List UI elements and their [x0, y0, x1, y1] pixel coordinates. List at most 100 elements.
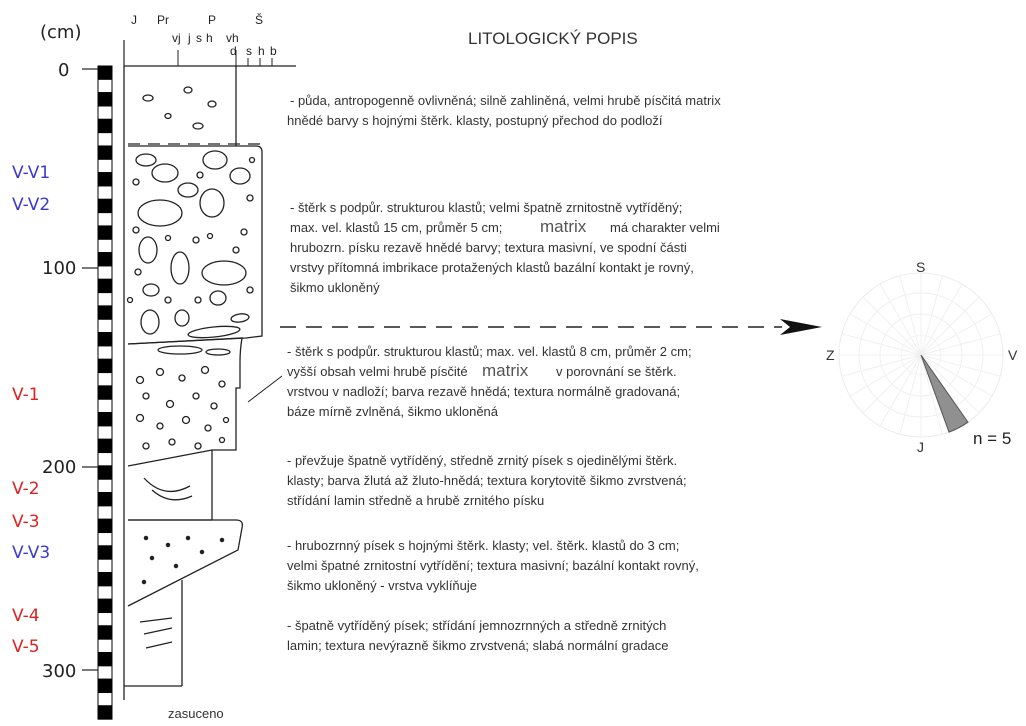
sample-v-v1: V-V1: [12, 163, 50, 183]
layer-3-line-1: - štěrk s podpůr. strukturou klastů; max…: [287, 344, 692, 359]
grain-group-j: J: [131, 13, 137, 27]
dashed-arrow: [280, 319, 822, 335]
scale-bar-segment: [97, 545, 113, 560]
scale-bar-segment: [97, 318, 113, 334]
scale-bar-segment: [97, 705, 113, 720]
rose-spoke: [879, 354, 922, 427]
layer-1-line-2: hnědé barvy s hojnými štěrk. klasty, pos…: [287, 113, 663, 128]
scale-bar-segment: [97, 238, 113, 254]
grain-size-scale: J Pr P Š vj j s h vh d s h b: [123, 12, 296, 67]
rose-label-south: J: [917, 439, 924, 455]
scale-bar-segment: [97, 198, 113, 214]
scale-bar-segment: [97, 305, 113, 320]
scale-bar-segment: [97, 172, 113, 187]
scale-bar-segment: [97, 572, 113, 587]
unit-label: (cm): [40, 22, 81, 43]
layer-3-line-3: vrstvou v nadloží; barva rezavě hnědá; t…: [287, 384, 680, 399]
rose-spoke: [849, 354, 922, 397]
scale-bar-segment: [97, 692, 113, 707]
sample-v-v3: V-V3: [12, 543, 50, 563]
grain-sub-d: d: [230, 44, 237, 58]
rose-spoke: [920, 283, 963, 356]
rose-n-label: n = 5: [973, 429, 1011, 448]
depth-ticks: 0 100 200 300: [42, 60, 98, 682]
rose-spoke: [920, 354, 943, 435]
scale-bar-segment: [97, 332, 113, 347]
layer-coarse-gravel: [126, 145, 263, 345]
layer-coarse-sand: [127, 519, 244, 607]
scale-bar-segment: [97, 385, 113, 400]
rose-spoke: [920, 354, 980, 414]
layer-descriptions: - půda, antropogenně ovlivněná; silně za…: [287, 93, 721, 653]
grain-group-pr: Pr: [157, 13, 169, 27]
layer-2-line-5: šikmo ukloněný: [290, 280, 380, 295]
rose-diagram: S J Z V n = 5: [826, 259, 1018, 455]
rose-spoke: [899, 354, 922, 435]
scale-bar-segment: [97, 358, 113, 374]
grain-sub-vj: vj: [172, 31, 181, 45]
grain-sub-h: h: [206, 31, 213, 45]
scale-bar-segment: [97, 518, 113, 534]
layer-4-line-3: střídání lamin středně a hrubě zrnitého …: [287, 493, 544, 508]
scale-bar-segment: [97, 452, 113, 467]
scale-bar-segment: [97, 158, 113, 174]
grain-sub-j: j: [187, 31, 191, 45]
rose-sector: [920, 354, 969, 433]
scale-bar-segment: [97, 185, 113, 200]
layer-2-line-4: vrstvy přítomná imbrikace protažených kl…: [290, 260, 694, 275]
scale-bar-segment: [97, 118, 113, 134]
scale-bar-segment: [97, 612, 113, 627]
layer-6-line-2: lamin; textura nevýrazně šikmo zrvstvená…: [287, 638, 669, 653]
rose-spoke: [849, 313, 922, 356]
scale-bar-segment: [97, 665, 113, 680]
figure-title: LITOLOGICKÝ POPIS: [468, 29, 638, 48]
scale-bar-segment: [97, 265, 113, 280]
rose-spoke: [841, 333, 922, 356]
sample-v-4: V-4: [12, 606, 40, 626]
rose-spoke: [920, 296, 980, 356]
scale-bar-segment: [97, 625, 113, 640]
layer-3-line-2: vyšší obsah velmi hrubě písčité: [287, 364, 468, 379]
scale-bar-segment: [97, 92, 113, 107]
scale-bar-segment: [97, 598, 113, 614]
layer-laminated-sand: [124, 580, 183, 687]
scale-bar-segment: [97, 412, 113, 427]
lithology-column: [123, 66, 283, 700]
scale-bar-segment: [97, 638, 113, 654]
depth-label-300: 300: [42, 661, 76, 682]
layer-3-line-4: báze mírně zvlněná, šikmo ukloněná: [287, 404, 499, 419]
scale-bar-segment: [97, 585, 113, 600]
layer-5-line-1: - hrubozrnný písek s hojnými štěrk. klas…: [287, 538, 679, 553]
scale-bar-segment: [97, 532, 113, 547]
scale-bar-segment: [97, 132, 113, 147]
bottom-label: zasuceno: [168, 706, 224, 721]
grain-sub-s: s: [196, 31, 202, 45]
grain-group-p: P: [208, 13, 216, 27]
rose-spoke: [920, 354, 993, 397]
scale-bar-segment: [97, 398, 113, 414]
rose-label-east: V: [1008, 347, 1018, 363]
depth-label-100: 100: [42, 258, 76, 279]
layer-3-matrix-word: matrix: [482, 361, 529, 380]
scale-bar-segment: [97, 505, 113, 520]
rose-spoke: [841, 354, 922, 377]
layer-sand-cross-bedded: [128, 450, 213, 521]
grain-sub-vh: vh: [226, 31, 239, 45]
sample-v-2: V-2: [12, 479, 40, 499]
scale-bar-segment: [97, 558, 113, 574]
scale-bar-segment: [97, 345, 113, 360]
scale-bar-segment: [97, 492, 113, 507]
layer-6-line-1: - špatně vytříděný písek; střídání jemno…: [287, 618, 666, 633]
rose-spoke: [862, 354, 922, 414]
layer-3-line-2b: v porovnání se štěrk.: [556, 364, 677, 379]
scale-bar-segment: [97, 438, 113, 454]
depth-label-200: 200: [42, 457, 76, 478]
scale-bar-segment: [97, 652, 113, 667]
rose-spoke: [920, 333, 1001, 356]
sample-v-3: V-3: [12, 512, 40, 532]
layer-4-line-2: klasty; barva žlutá až žluto-hnědá; text…: [287, 473, 687, 488]
rose-label-west: Z: [826, 347, 835, 363]
layer-5-line-3: šikmo ukloněný - vrstva vyklíňuje: [287, 578, 477, 593]
layer-2-line-2: max. vel. klastů 15 cm, průměr 5 cm;: [290, 220, 502, 235]
rose-spoke: [920, 275, 943, 356]
